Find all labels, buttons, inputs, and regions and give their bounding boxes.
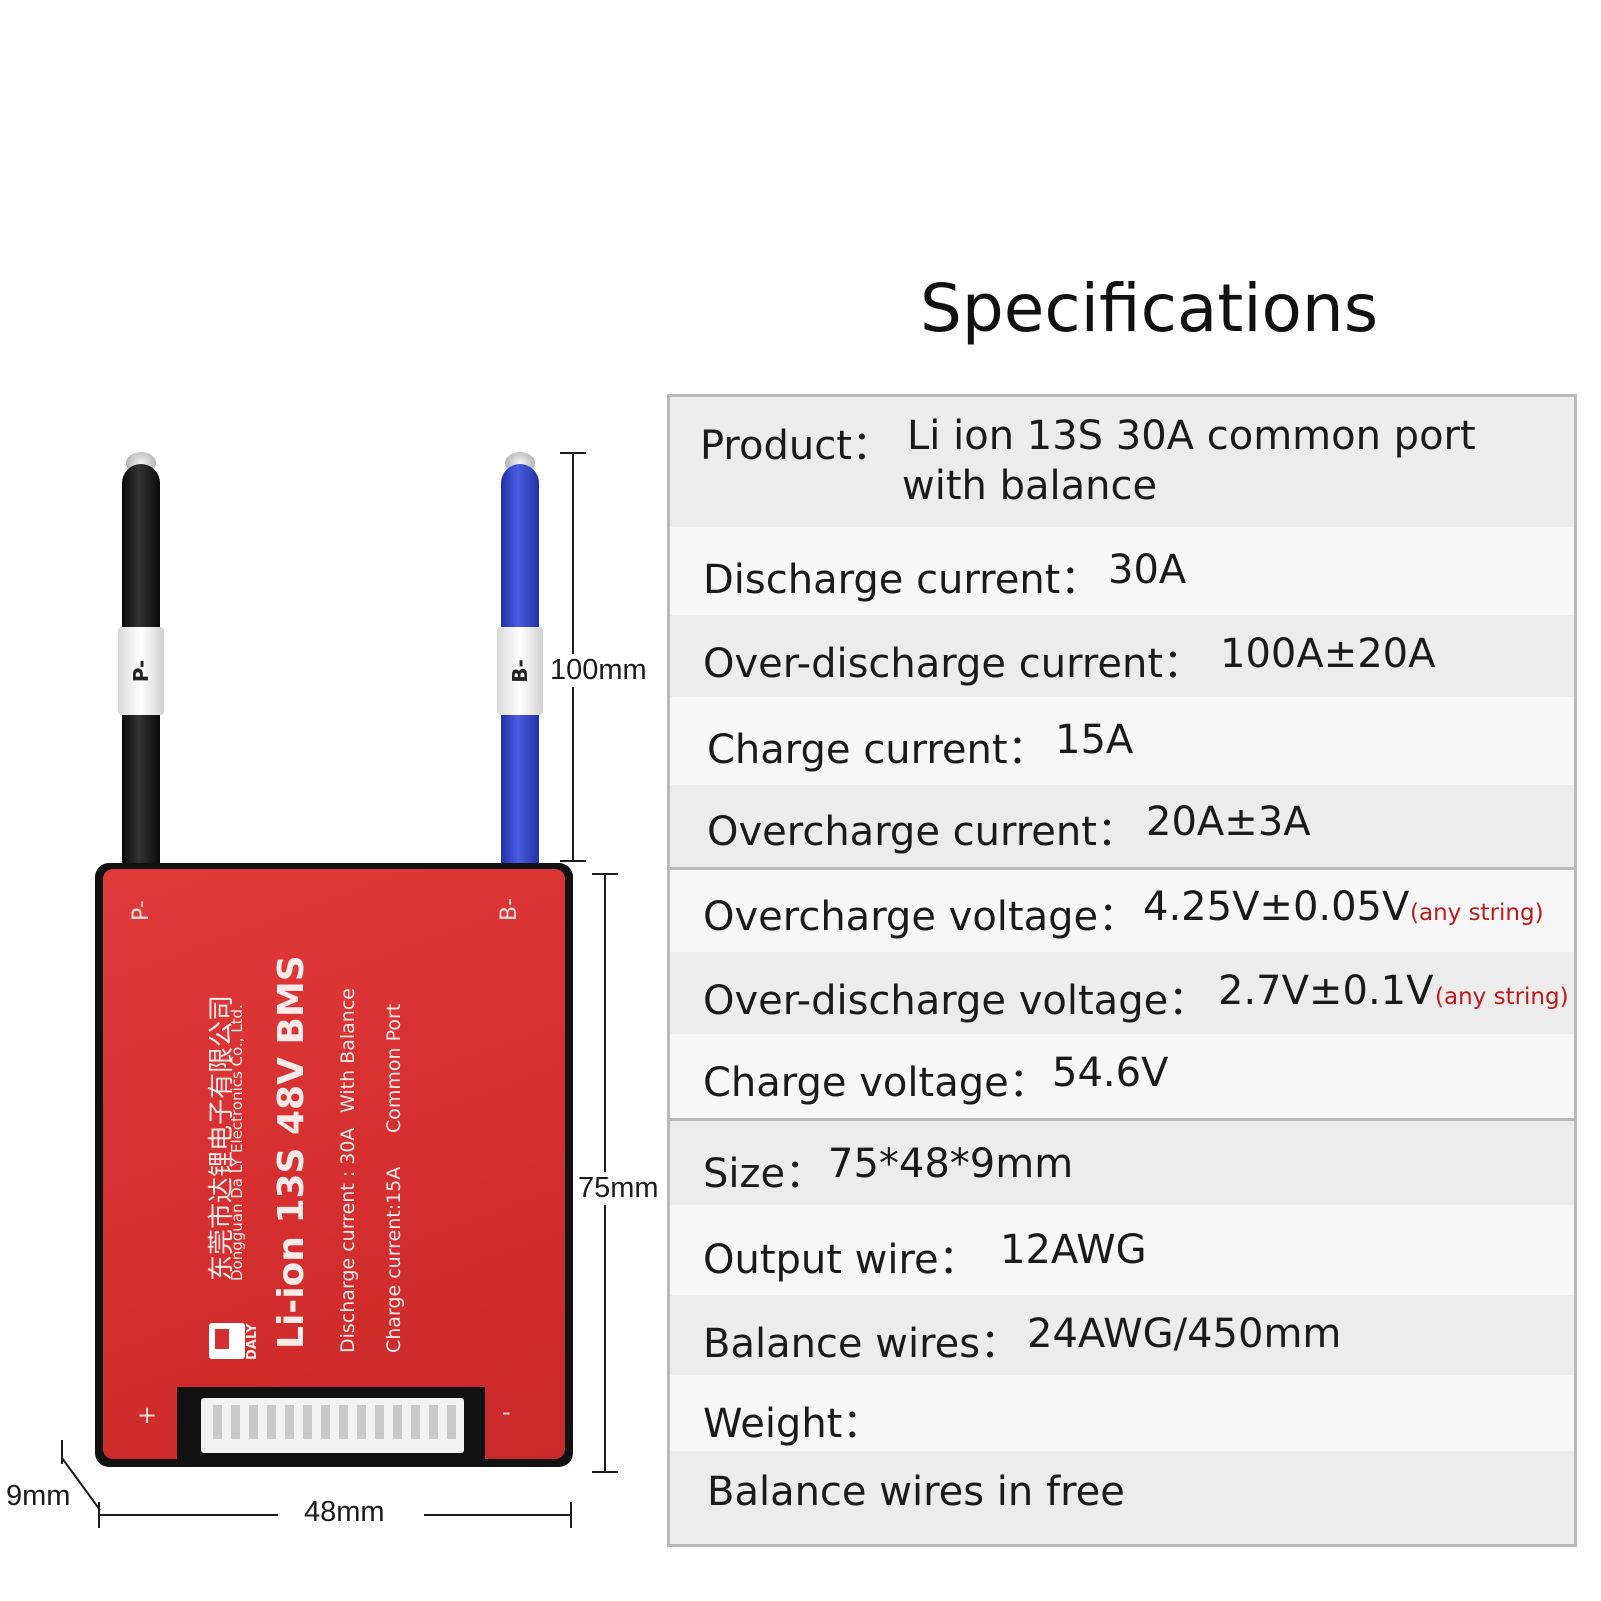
spec-note: (any string) (1410, 900, 1544, 926)
spec-label: Weight： (703, 1401, 883, 1447)
dim-thickness-diagonal (61, 1440, 101, 1511)
dim-tick (592, 1471, 618, 1473)
spec-row-overcharge-current: Overcharge current： 20A±3A (670, 785, 1574, 867)
connector-pin (339, 1405, 348, 1439)
spec-row-output-wire: Output wire： 12AWG (670, 1205, 1574, 1295)
spec-label: Over-discharge voltage： (703, 978, 1209, 1024)
spec-row-balance-wires: Balance wires： 24AWG/450mm (670, 1295, 1574, 1375)
spec-value-line2: with balance (902, 463, 1158, 509)
spec-label: Product： (700, 423, 892, 469)
spec-row-weight: Weight： (670, 1375, 1574, 1451)
common-port-text: Common Port (383, 1003, 405, 1133)
spec-row-over-discharge-current: Over-discharge current： 100A±20A (670, 615, 1574, 697)
connector-pin (357, 1405, 366, 1439)
spec-row-overcharge-voltage: Overcharge voltage： 4.25V±0.05V (any str… (670, 870, 1574, 952)
spec-label: Balance wires： (703, 1321, 1021, 1367)
discharge-text: Discharge current : 30A (337, 1127, 359, 1353)
connector-pin (321, 1405, 330, 1439)
page-title: Specifications (920, 270, 1379, 347)
wire-p-label: P- (129, 659, 153, 683)
dim-tick (570, 1502, 572, 1528)
spec-note: (any string) (1435, 984, 1569, 1010)
spec-label: Charge current： (707, 727, 1048, 773)
connector-pin (285, 1405, 294, 1439)
plus-mark: + (137, 1401, 158, 1429)
spec-row-size: Size： 75*48*9mm (670, 1121, 1574, 1205)
dim-board-height: 75mm (576, 1172, 661, 1205)
model-name: Li-ion 13S 48V BMS (271, 955, 312, 1349)
spec-value: 20A±3A (1146, 799, 1311, 845)
spec-value: 24AWG/450mm (1027, 1311, 1342, 1357)
spec-value: 15A (1055, 717, 1134, 763)
dim-board-horizontal-right (424, 1514, 572, 1516)
dim-wire-length: 100mm (548, 654, 649, 687)
dim-board-horizontal-left (98, 1514, 278, 1516)
spec-row-charge-voltage: Charge voltage： 54.6V (670, 1034, 1574, 1118)
spec-value: 100A±20A (1220, 631, 1436, 677)
minus-mark: - (502, 1398, 511, 1426)
spec-value: 75*48*9mm (828, 1141, 1074, 1187)
connector-pin (375, 1405, 384, 1439)
dim-tick (560, 860, 586, 862)
bms-board: P- B- DALY 东莞市达锂电子有限公司 Dongguan Da LY El… (95, 863, 573, 1467)
connector-pin (429, 1405, 438, 1439)
board-b-mark: B- (497, 897, 522, 921)
spec-label: Balance wires in free (707, 1469, 1125, 1515)
spec-value: 4.25V±0.05V (1143, 884, 1410, 930)
connector-pin (447, 1405, 456, 1439)
spec-row-product: Product： Li ion 13S 30A common port with… (670, 397, 1574, 527)
dim-tick (592, 873, 618, 875)
spec-label: Over-discharge current： (703, 641, 1204, 687)
spec-value: 54.6V (1052, 1050, 1169, 1096)
spec-label: Overcharge voltage： (703, 894, 1139, 940)
spec-value: 30A (1108, 547, 1187, 593)
connector-pin (267, 1405, 276, 1439)
spec-value: 12AWG (1000, 1227, 1147, 1273)
balance-port-connector (201, 1398, 464, 1453)
wire-label-sleeve: B- (497, 627, 543, 715)
connector-pin (213, 1405, 222, 1439)
connector-pin (231, 1405, 240, 1439)
brand-name: DALY (245, 1323, 260, 1360)
wire-label-sleeve: P- (118, 627, 164, 715)
with-balance-text: With Balance (337, 988, 359, 1113)
spec-label: Overcharge current： (707, 809, 1137, 855)
spec-label: Output wire： (703, 1237, 979, 1283)
board-p-mark: P- (129, 900, 154, 921)
spec-table: Product： Li ion 13S 30A common port with… (667, 394, 1577, 1547)
table-divider (670, 1118, 1574, 1121)
wire-b-label: B- (508, 659, 532, 683)
dim-tick (98, 1502, 100, 1528)
connector-pin (303, 1405, 312, 1439)
connector-pin (249, 1405, 258, 1439)
daly-logo-icon (209, 1323, 245, 1359)
spec-row-over-discharge-voltage: Over-discharge voltage： 2.7V±0.1V (any s… (670, 952, 1574, 1034)
spec-label: Charge voltage： (703, 1060, 1049, 1106)
spec-label: Discharge current： (703, 557, 1101, 603)
dim-board-thickness: 9mm (6, 1480, 71, 1512)
dim-tick (560, 452, 586, 454)
connector-pin (393, 1405, 402, 1439)
spec-value: Li ion 13S 30A common port (907, 413, 1476, 459)
dim-board-width: 48mm (304, 1496, 385, 1528)
company-name-en: Dongguan Da LY Electronics Co., Ltd. (228, 1004, 246, 1281)
table-divider (670, 867, 1574, 870)
spec-row-charge-current: Charge current： 15A (670, 697, 1574, 785)
spec-label: Size： (703, 1151, 826, 1197)
board-face (103, 869, 565, 1459)
connector-pin (411, 1405, 420, 1439)
spec-value: 2.7V±0.1V (1218, 968, 1434, 1014)
spec-row-balance-free: Balance wires in free (670, 1451, 1574, 1544)
spec-row-discharge-current: Discharge current： 30A (670, 527, 1574, 615)
charge-text: Charge current:15A (383, 1166, 405, 1353)
